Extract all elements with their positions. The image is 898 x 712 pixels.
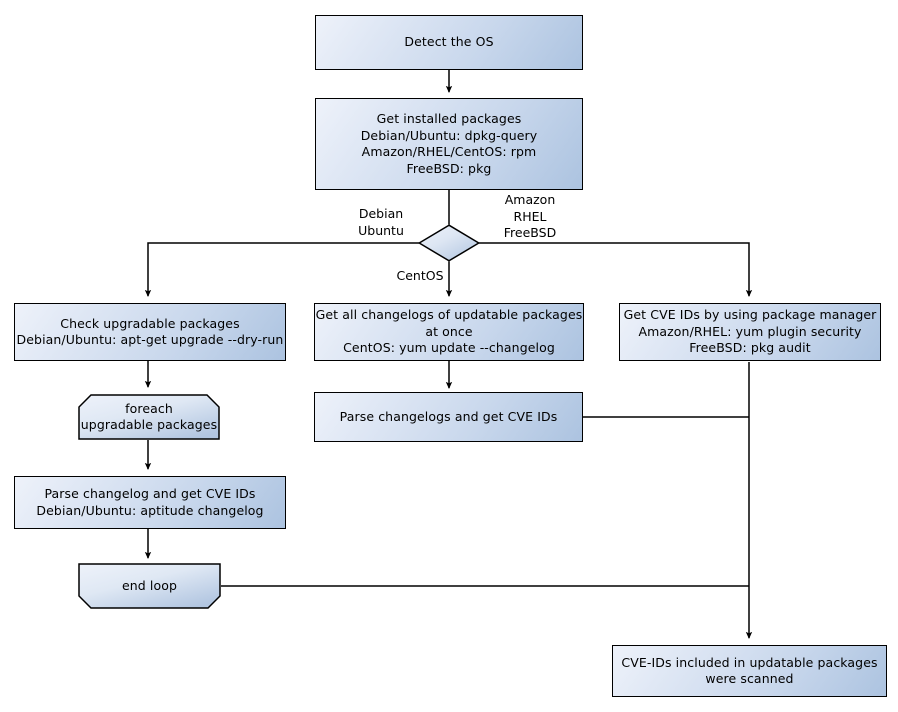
node-get-installed-packages-label: Get installed packages Debian/Ubuntu: dp…	[360, 111, 538, 176]
node-check-upgradable-label: Check upgradable packages Debian/Ubuntu:…	[16, 315, 284, 348]
node-end-loop-label: end loop	[121, 577, 178, 593]
node-get-cve-pkg-manager-label: Get CVE IDs by using package manager Ama…	[623, 307, 877, 356]
edge-decision-to-check-upgradable	[144, 242, 419, 298]
node-parse-changelog-single-label: Parse changelog and get CVE IDs Debian/U…	[36, 486, 264, 518]
node-parse-changelogs-bulk[interactable]: Parse changelogs and get CVE IDs	[314, 392, 583, 442]
node-detect-os[interactable]: Detect the OS	[315, 15, 583, 70]
edge-label-centos: CentOS	[396, 268, 444, 283]
node-foreach-loop-label: foreach upgradable packages	[80, 400, 218, 433]
node-scanned-result-label: CVE-IDs included in updatable packages w…	[621, 654, 878, 687]
node-check-upgradable[interactable]: Check upgradable packages Debian/Ubuntu:…	[14, 303, 286, 361]
node-scanned-result[interactable]: CVE-IDs included in updatable packages w…	[612, 645, 887, 697]
node-end-loop[interactable]: end loop	[78, 563, 221, 609]
node-os-decision[interactable]	[417, 224, 481, 262]
node-get-cve-pkg-manager[interactable]: Get CVE IDs by using package manager Ama…	[619, 303, 881, 361]
node-foreach-loop[interactable]: foreach upgradable packages	[78, 394, 220, 440]
node-get-all-changelogs[interactable]: Get all changelogs of updatable packages…	[314, 303, 584, 361]
node-detect-os-label: Detect the OS	[404, 34, 494, 50]
edge-label-debian-ubuntu: Debian Ubuntu	[358, 206, 404, 238]
loop-end-shape-icon	[78, 563, 221, 609]
node-get-all-changelogs-label: Get all changelogs of updatable packages…	[315, 307, 583, 356]
edge-label-amazon-rhel-freebsd: Amazon RHEL FreeBSD	[503, 192, 557, 240]
decision-diamond-icon	[417, 224, 481, 262]
node-parse-changelogs-bulk-label: Parse changelogs and get CVE IDs	[339, 408, 558, 424]
loop-start-shape-icon	[78, 394, 220, 440]
node-get-installed-packages[interactable]: Get installed packages Debian/Ubuntu: dp…	[315, 98, 583, 190]
edge-decision-to-cve-pkg-manager	[479, 242, 753, 298]
node-parse-changelog-single[interactable]: Parse changelog and get CVE IDs Debian/U…	[14, 476, 286, 529]
